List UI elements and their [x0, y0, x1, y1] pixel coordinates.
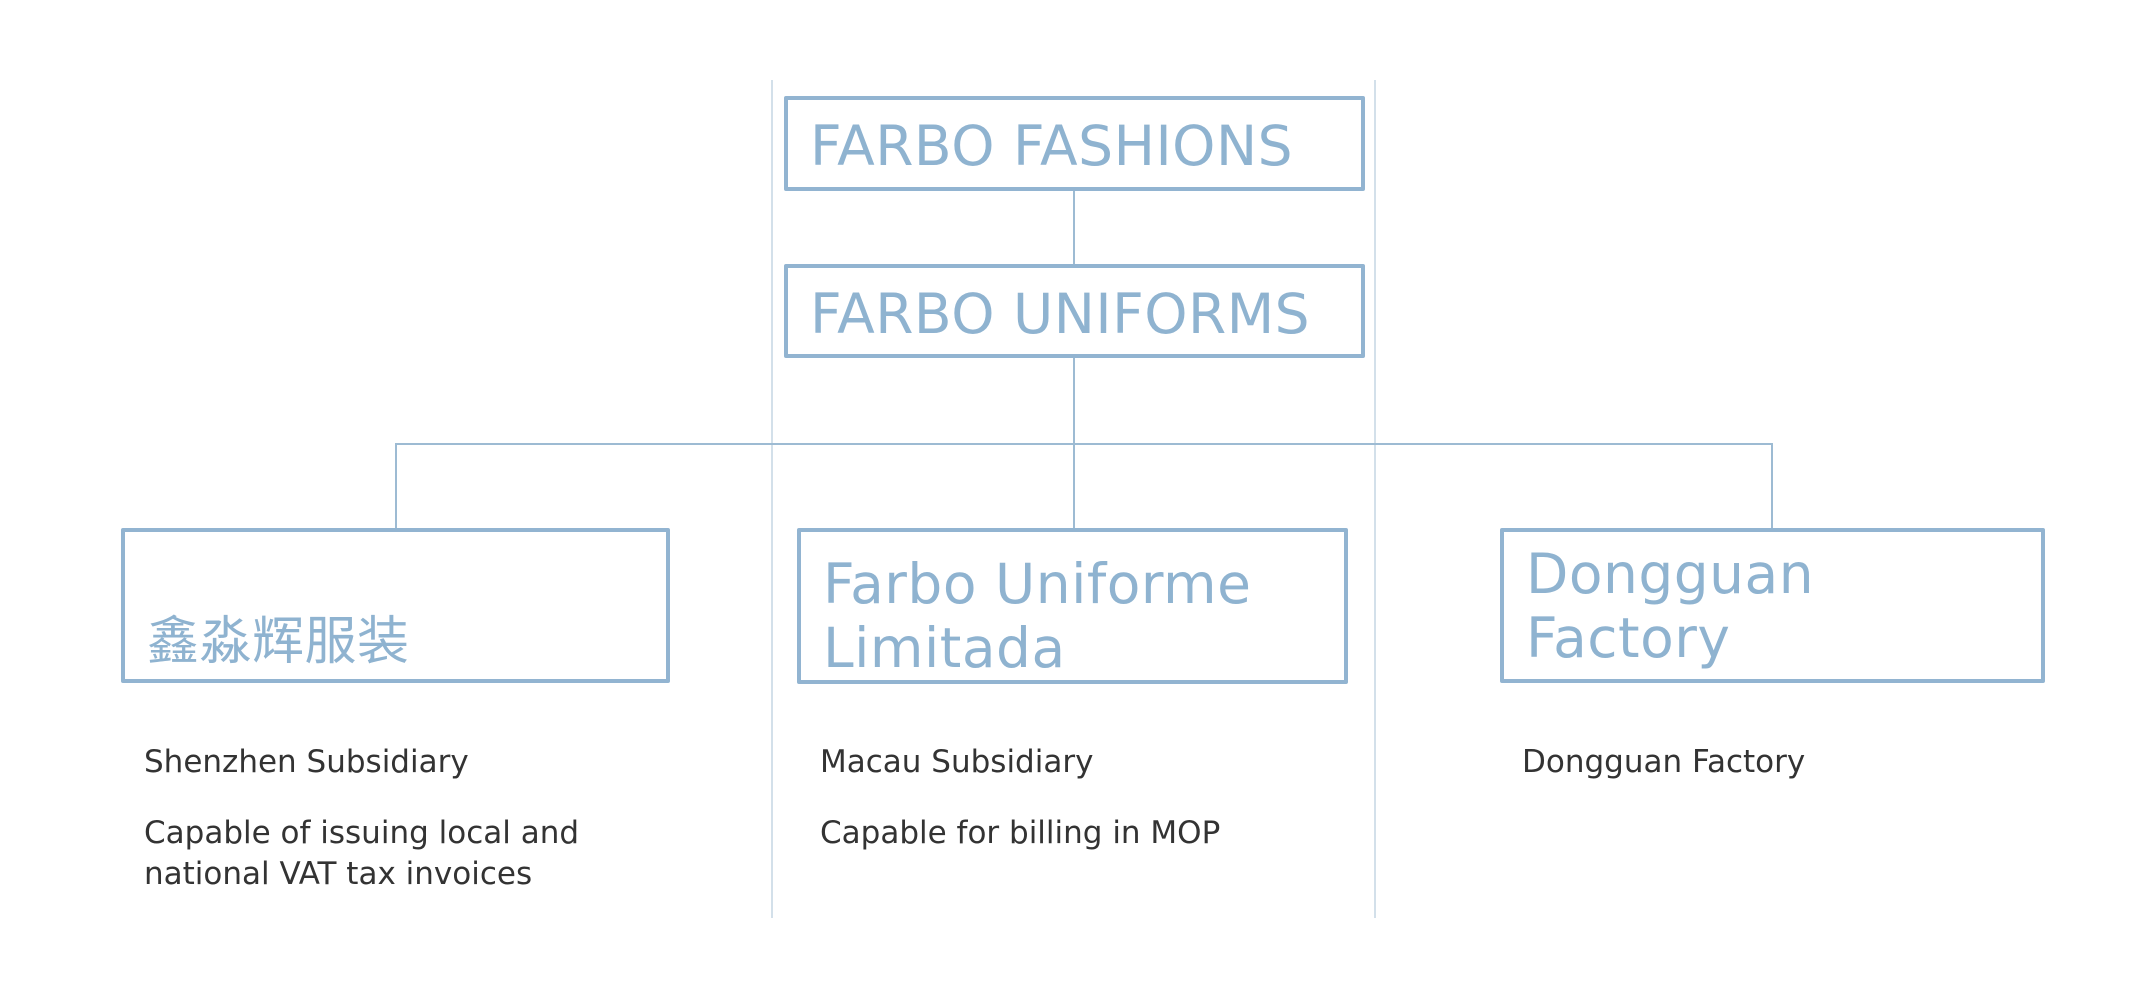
- connector-child-bus: [1073, 357, 1075, 445]
- node-label: 鑫淼辉服装: [147, 612, 410, 672]
- node-dongguan: Dongguan Factory: [1500, 528, 2045, 683]
- description-line: Capable for billing in MOP: [820, 815, 1221, 851]
- description-line: Shenzhen Subsidiary: [144, 744, 469, 780]
- connector-bus-middle: [1073, 443, 1075, 529]
- connector-bus: [395, 443, 1773, 445]
- description-line: Capable of issuing local and national VA…: [144, 815, 580, 892]
- node-farbo-uniforms: FARBO UNIFORMS: [784, 264, 1365, 358]
- description-shenzhen: Shenzhen Subsidiary Capable of issuing l…: [144, 742, 664, 925]
- node-label: FARBO FASHIONS: [810, 114, 1294, 178]
- node-label: Dongguan Factory: [1526, 542, 1815, 670]
- description-line: Macau Subsidiary: [820, 744, 1094, 780]
- column-divider-left: [771, 80, 773, 918]
- description-macau: Macau Subsidiary Capable for billing in …: [820, 742, 1340, 884]
- node-farbo-fashions: FARBO FASHIONS: [784, 96, 1365, 191]
- connector-bus-left: [395, 443, 397, 529]
- description-line: Dongguan Factory: [1522, 744, 1806, 780]
- description-dongguan: Dongguan Factory: [1522, 742, 2042, 813]
- node-macau: Farbo Uniforme Limitada: [797, 528, 1348, 684]
- connector-root-child: [1073, 190, 1075, 264]
- node-label: Farbo Uniforme Limitada: [823, 552, 1252, 680]
- node-label: FARBO UNIFORMS: [810, 282, 1311, 346]
- node-shenzhen: 鑫淼辉服装: [121, 528, 670, 683]
- column-divider-right: [1374, 80, 1376, 918]
- connector-bus-right: [1771, 443, 1773, 529]
